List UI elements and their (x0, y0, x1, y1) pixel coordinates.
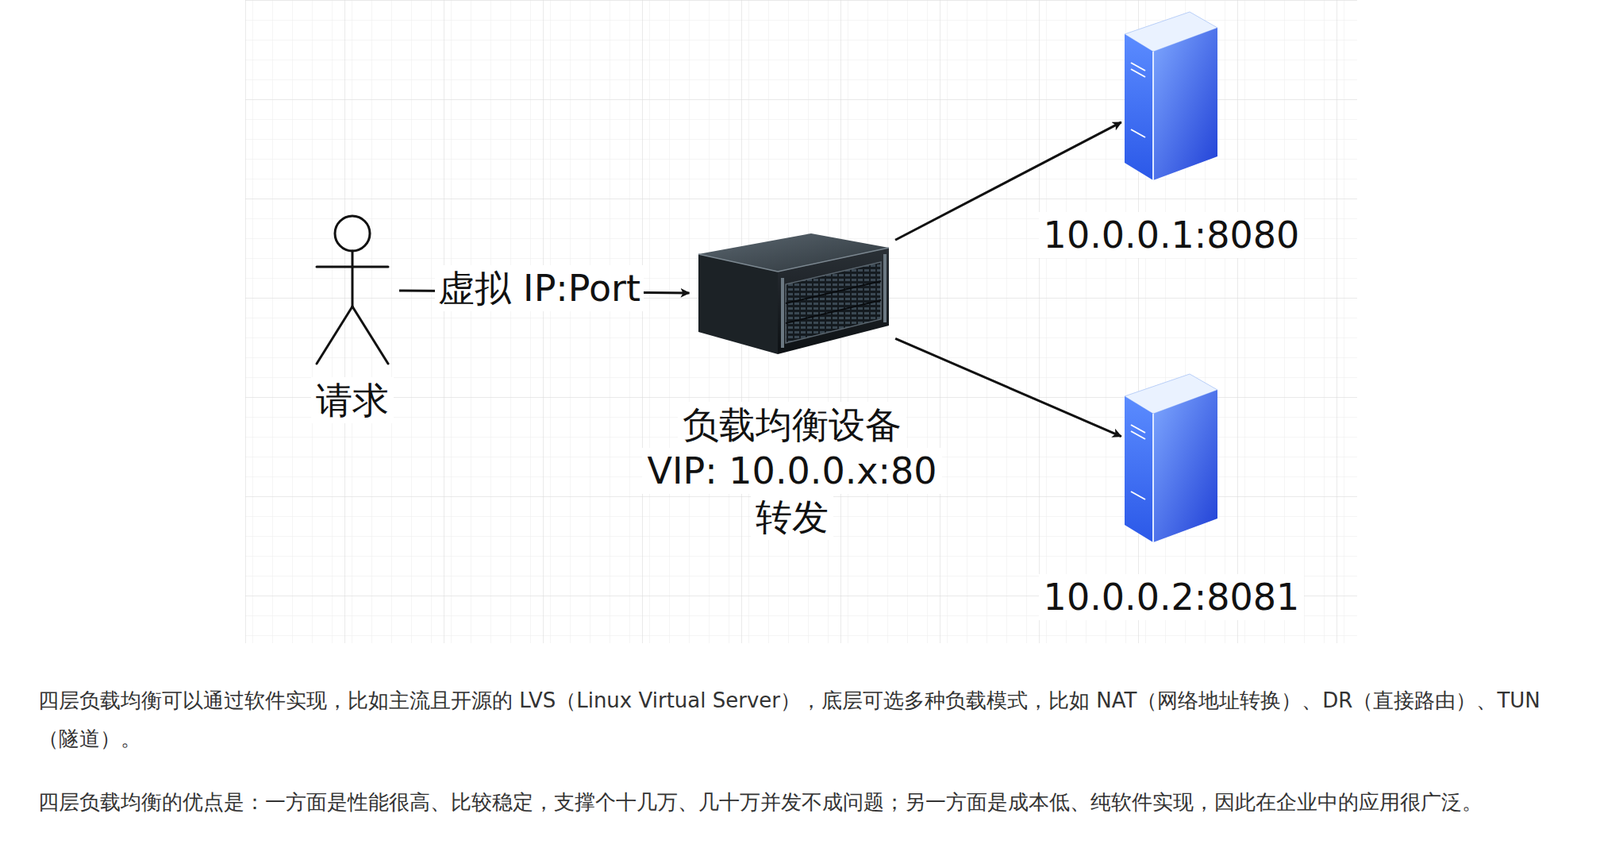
person-figure (308, 212, 397, 368)
server-node: 10.0.0.1:8080 (1035, 10, 1308, 258)
load-balancer-node: 负载均衡设备VIP: 10.0.0.x:80转发 (638, 230, 945, 540)
node-label: VIP: 10.0.0.x:80 (642, 447, 942, 494)
node-label: 转发 (750, 493, 834, 540)
server-icon (1123, 10, 1220, 182)
connector-arrow (895, 338, 1122, 436)
body-paragraph: 四层负载均衡可以通过软件实现，比如主流且开源的 LVS（Linux Virtua… (38, 680, 1547, 758)
server-icon (1123, 372, 1220, 544)
client-node: 请求 (305, 212, 400, 424)
grid (245, 0, 1358, 643)
node-label: 请求 (311, 376, 394, 424)
body-paragraph: 四层负载均衡的优点是：一方面是性能很高、比较稳定，支撑个十几万、几十万并发不成问… (38, 782, 1547, 821)
node-label: 负载均衡设备 (677, 401, 907, 448)
load-balancer-device (692, 230, 893, 358)
node-label: 10.0.0.1:8080 (1038, 211, 1305, 258)
edge-label: 虚拟 IP:Port (434, 265, 644, 312)
node-label: 10.0.0.2:8081 (1038, 573, 1305, 620)
server-node: 10.0.0.2:8081 (1035, 372, 1308, 620)
